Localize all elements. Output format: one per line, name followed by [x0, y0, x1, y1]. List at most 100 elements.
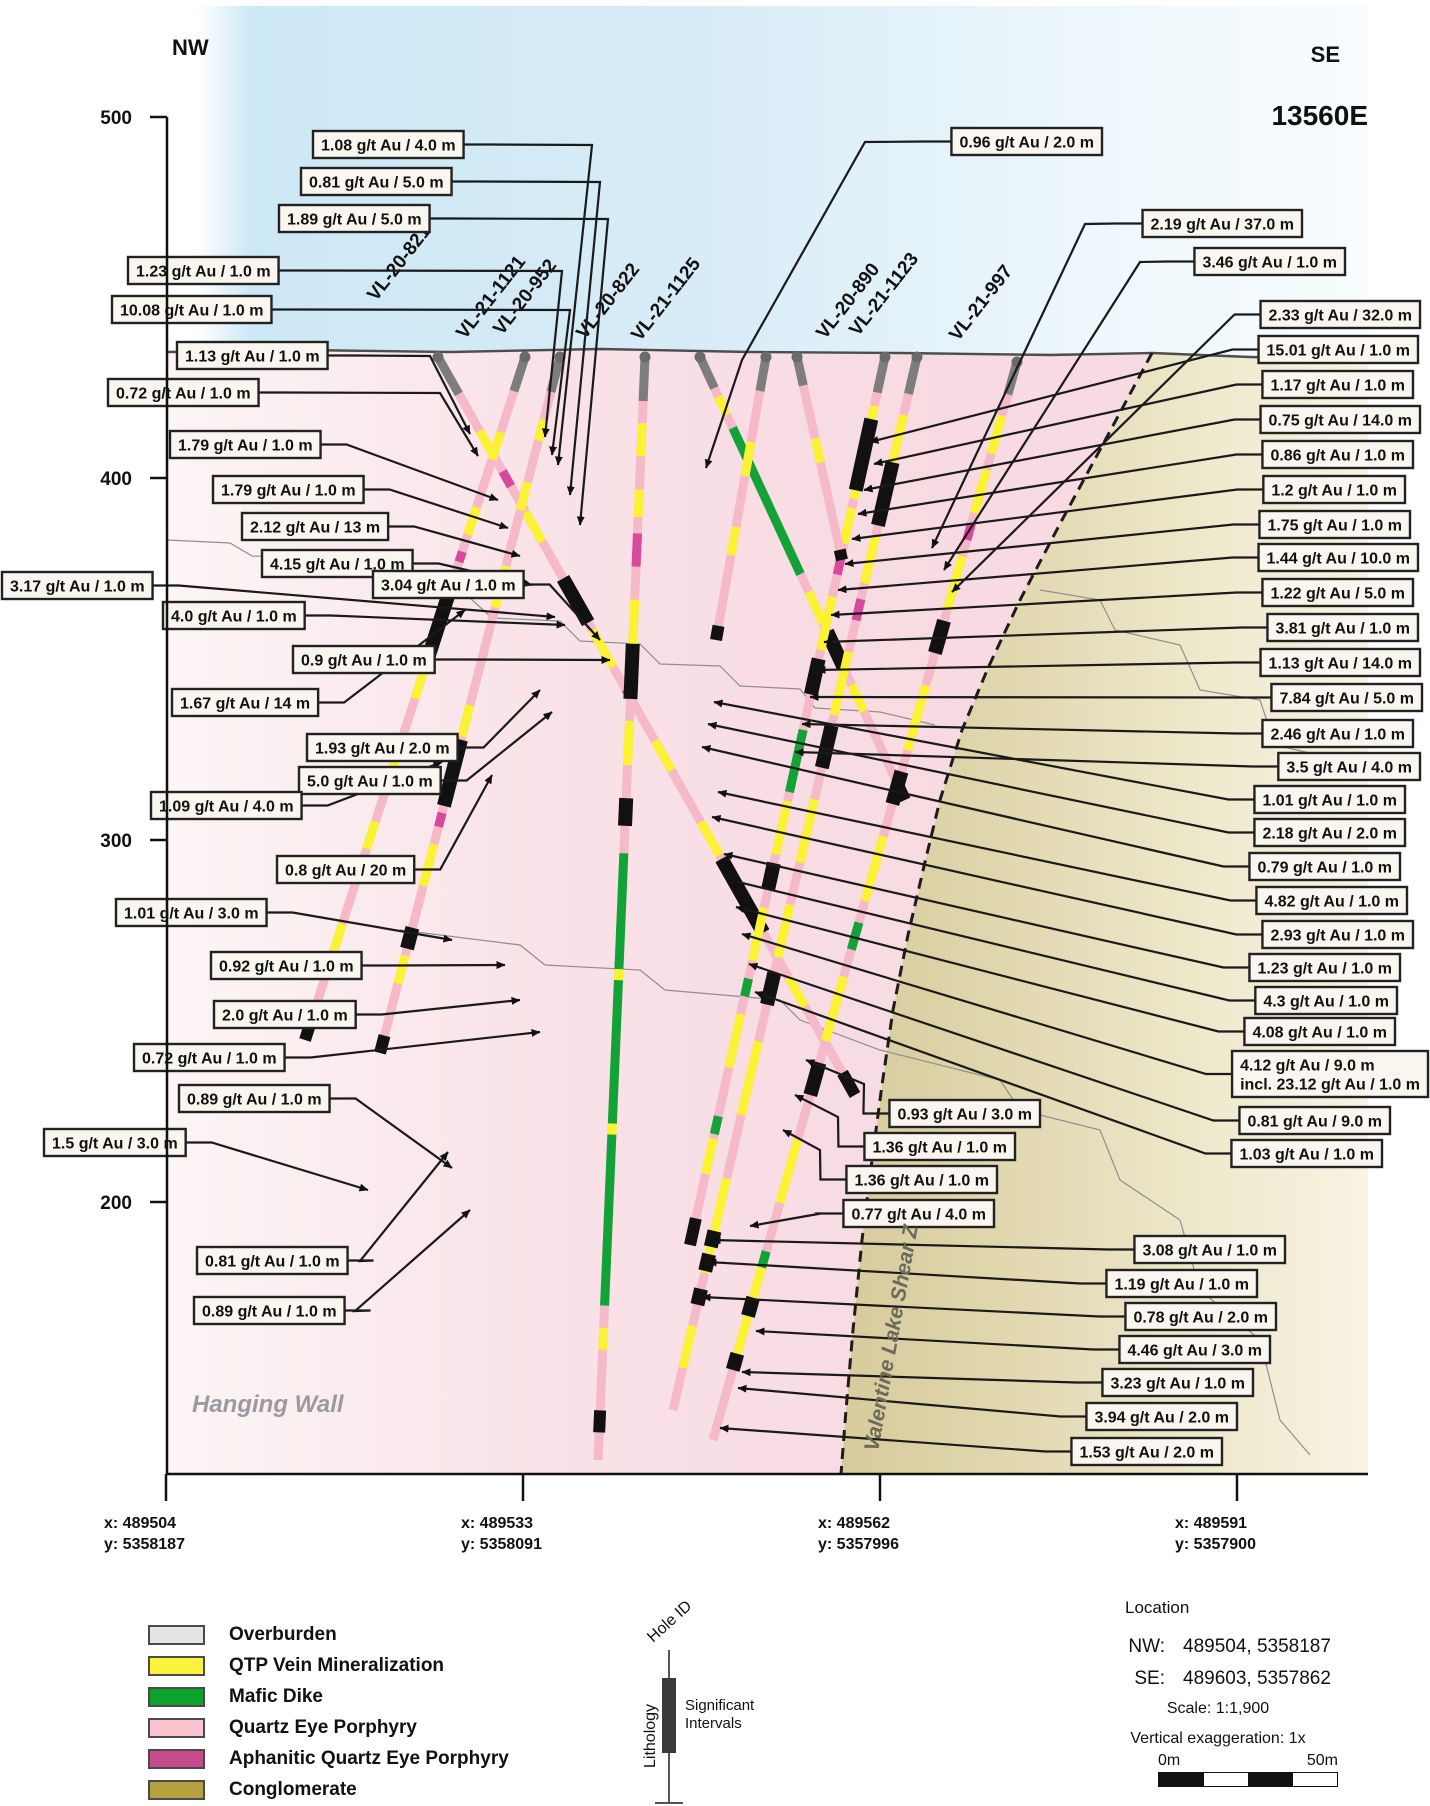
assay-callout: 0.89 g/t Au / 1.0 m [192, 1295, 346, 1326]
scale-bar-seg [1203, 1773, 1248, 1786]
assay-callout: 1.53 g/t Au / 2.0 m [1070, 1436, 1224, 1467]
svg-text:1.13 g/t Au / 14.0 m: 1.13 g/t Au / 14.0 m [1269, 656, 1412, 673]
assay-callout: 1.93 g/t Au / 2.0 m [305, 732, 459, 763]
svg-text:4.82 g/t Au / 1.0 m: 4.82 g/t Au / 1.0 m [1264, 894, 1399, 911]
svg-text:1.08 g/t Au / 4.0 m: 1.08 g/t Au / 4.0 m [321, 138, 456, 155]
svg-text:1.89 g/t Au / 5.0 m: 1.89 g/t Au / 5.0 m [287, 212, 422, 229]
callout-leaders [152, 140, 1279, 1453]
svg-text:1.36 g/t Au / 1.0 m: 1.36 g/t Au / 1.0 m [854, 1173, 989, 1190]
assay-callout: 2.18 g/t Au / 2.0 m [1253, 817, 1407, 848]
coordinate-label-y: y: 5358187 [104, 1536, 185, 1553]
svg-text:3.46 g/t Au / 1.0 m: 3.46 g/t Au / 1.0 m [1202, 255, 1337, 272]
svg-text:1.03 g/t Au / 1.0 m: 1.03 g/t Au / 1.0 m [1239, 1147, 1374, 1164]
svg-text:0.89 g/t Au / 1.0 m: 0.89 g/t Au / 1.0 m [187, 1092, 322, 1109]
svg-text:4.12 g/t Au / 9.0 m: 4.12 g/t Au / 9.0 m [1240, 1058, 1375, 1075]
svg-text:0.75 g/t Au / 14.0 m: 0.75 g/t Au / 14.0 m [1269, 413, 1412, 430]
assay-callout: 2.93 g/t Au / 1.0 m [1261, 919, 1415, 950]
assay-callout: 3.23 g/t Au / 1.0 m [1101, 1367, 1255, 1398]
assay-callout: 0.89 g/t Au / 1.0 m [177, 1083, 331, 1114]
drill-trace-VL-21-1123 [668, 351, 923, 1412]
location-key-se: SE: [1134, 1668, 1165, 1689]
svg-text:4.08 g/t Au / 1.0 m: 4.08 g/t Au / 1.0 m [1252, 1025, 1387, 1042]
legend-label: Overburden [229, 1624, 337, 1645]
svg-text:1.22 g/t Au / 5.0 m: 1.22 g/t Au / 5.0 m [1270, 586, 1405, 603]
legend-label: Conglomerate [229, 1779, 357, 1800]
svg-text:1.5 g/t Au / 3.0 m: 1.5 g/t Au / 3.0 m [52, 1136, 178, 1153]
assay-callout: 3.81 g/t Au / 1.0 m [1266, 612, 1420, 643]
assay-callout: 1.5 g/t Au / 3.0 m [42, 1127, 187, 1158]
svg-text:1.23 g/t Au / 1.0 m: 1.23 g/t Au / 1.0 m [1257, 961, 1392, 978]
assay-callout: 1.22 g/t Au / 5.0 m [1261, 577, 1415, 608]
assay-callout: 0.81 g/t Au / 5.0 m [299, 166, 453, 197]
se-direction-label: SE [1311, 42, 1340, 67]
svg-text:10.08 g/t Au / 1.0 m: 10.08 g/t Au / 1.0 m [120, 303, 263, 320]
assay-callout: 0.79 g/t Au / 1.0 m [1248, 851, 1402, 882]
map-scale-text: Scale: 1:1,900 [1166, 1700, 1270, 1717]
svg-text:1.01 g/t Au / 1.0 m: 1.01 g/t Au / 1.0 m [1262, 793, 1397, 810]
legend-item: QTP Vein Mineralization [148, 1651, 509, 1681]
assay-callout: 0.86 g/t Au / 1.0 m [1261, 439, 1415, 470]
assay-callout: 0.81 g/t Au / 1.0 m [195, 1245, 349, 1276]
assay-callout: 0.72 g/t Au / 1.0 m [132, 1042, 286, 1073]
svg-text:1.19 g/t Au / 1.0 m: 1.19 g/t Au / 1.0 m [1114, 1277, 1249, 1294]
assay-callout: 1.09 g/t Au / 4.0 m [149, 790, 303, 821]
assay-callout: 2.33 g/t Au / 32.0 m [1259, 299, 1422, 330]
scale-bar-zero: 0m [1158, 1752, 1181, 1769]
svg-text:2.93 g/t Au / 1.0 m: 2.93 g/t Au / 1.0 m [1270, 928, 1405, 945]
legend-label: QTP Vein Mineralization [229, 1655, 445, 1676]
svg-text:0.79 g/t Au / 1.0 m: 0.79 g/t Au / 1.0 m [1257, 860, 1392, 877]
assay-callout: 2.46 g/t Au / 1.0 m [1261, 718, 1415, 749]
schematic-lithology-label: Lithology [642, 1704, 659, 1768]
location-value-nw: 489504, 5358187 [1183, 1636, 1331, 1657]
coordinate-label-x: x: 489504 [104, 1515, 176, 1532]
svg-text:2.46 g/t Au / 1.0 m: 2.46 g/t Au / 1.0 m [1270, 727, 1405, 744]
assay-callout: 0.78 g/t Au / 2.0 m [1124, 1301, 1278, 1332]
callout-boxes: 1.08 g/t Au / 4.0 m 0.81 g/t Au / 5.0 m 1.… [0, 126, 1430, 1467]
assay-callout: 3.08 g/t Au / 1.0 m [1133, 1234, 1287, 1265]
location-key-nw: NW: [1128, 1636, 1165, 1657]
assay-callout: 1.17 g/t Au / 1.0 m [1261, 369, 1415, 400]
location-title: Location [1125, 1598, 1190, 1617]
svg-text:2.18 g/t Au / 2.0 m: 2.18 g/t Au / 2.0 m [1262, 826, 1397, 843]
coordinate-label-x: x: 489533 [461, 1515, 533, 1532]
assay-callout: 0.72 g/t Au / 1.0 m [106, 377, 260, 408]
scale-bar-segments [1158, 1772, 1338, 1787]
assay-callout: 0.96 g/t Au / 2.0 m [950, 126, 1104, 157]
assay-callout: 1.13 g/t Au / 1.0 m [175, 340, 329, 371]
assay-callout: 2.12 g/t Au / 13 m [240, 511, 390, 542]
lithology-legend: Overburden QTP Vein Mineralization Mafic… [148, 1620, 509, 1806]
svg-text:0.8 g/t Au / 20 m: 0.8 g/t Au / 20 m [285, 863, 406, 880]
location-row-nw: NW: 489504, 5358187 [1063, 1636, 1430, 1658]
svg-text:2.12 g/t Au / 13 m: 2.12 g/t Au / 13 m [250, 520, 380, 537]
svg-text:0.81 g/t Au / 1.0 m: 0.81 g/t Au / 1.0 m [205, 1254, 340, 1271]
drill-trace-VL-20-822 [593, 351, 651, 1461]
assay-callout: 7.84 g/t Au / 5.0 m [1270, 682, 1424, 713]
elevation-tick-label: 400 [100, 469, 132, 490]
assay-callout: 1.36 g/t Au / 1.0 m [863, 1131, 1017, 1162]
assay-callout: 0.77 g/t Au / 4.0 m [842, 1198, 996, 1229]
assay-callout: 1.79 g/t Au / 1.0 m [168, 429, 322, 460]
assay-callout: 1.19 g/t Au / 1.0 m [1105, 1268, 1259, 1299]
svg-text:15.01 g/t Au / 1.0 m: 15.01 g/t Au / 1.0 m [1267, 343, 1410, 360]
svg-text:3.17 g/t Au / 1.0 m: 3.17 g/t Au / 1.0 m [10, 579, 145, 596]
assay-callout: 10.08 g/t Au / 1.0 m [110, 294, 273, 325]
schematic-sig-label-2: Intervals [685, 1715, 742, 1732]
schematic-sig-label-1: Significant [685, 1697, 755, 1714]
assay-callout: 0.8 g/t Au / 20 m [275, 854, 416, 885]
svg-text:1.2 g/t Au / 1.0 m: 1.2 g/t Au / 1.0 m [1271, 483, 1397, 500]
svg-text:1.79 g/t Au / 1.0 m: 1.79 g/t Au / 1.0 m [221, 483, 356, 500]
svg-text:3.04 g/t Au / 1.0 m: 3.04 g/t Au / 1.0 m [381, 578, 516, 595]
svg-text:3.23 g/t Au / 1.0 m: 3.23 g/t Au / 1.0 m [1110, 1376, 1245, 1393]
legend-label: Quartz Eye Porphyry [229, 1717, 417, 1738]
legend-label: Aphanitic Quartz Eye Porphyry [229, 1748, 509, 1769]
hanging-wall-label: Hanging Wall [192, 1391, 345, 1418]
svg-text:7.84 g/t Au / 5.0 m: 7.84 g/t Au / 5.0 m [1279, 691, 1414, 708]
assay-callout: 1.08 g/t Au / 4.0 m [311, 129, 465, 160]
assay-callout: 3.04 g/t Au / 1.0 m [371, 569, 525, 600]
assay-callout: 1.03 g/t Au / 1.0 m [1230, 1138, 1384, 1169]
svg-text:1.23 g/t Au / 1.0 m: 1.23 g/t Au / 1.0 m [136, 264, 271, 281]
assay-callout: 1.89 g/t Au / 5.0 m [277, 203, 431, 234]
assay-callout: 1.23 g/t Au / 1.0 m [126, 255, 280, 286]
svg-text:1.79 g/t Au / 1.0 m: 1.79 g/t Au / 1.0 m [178, 438, 313, 455]
